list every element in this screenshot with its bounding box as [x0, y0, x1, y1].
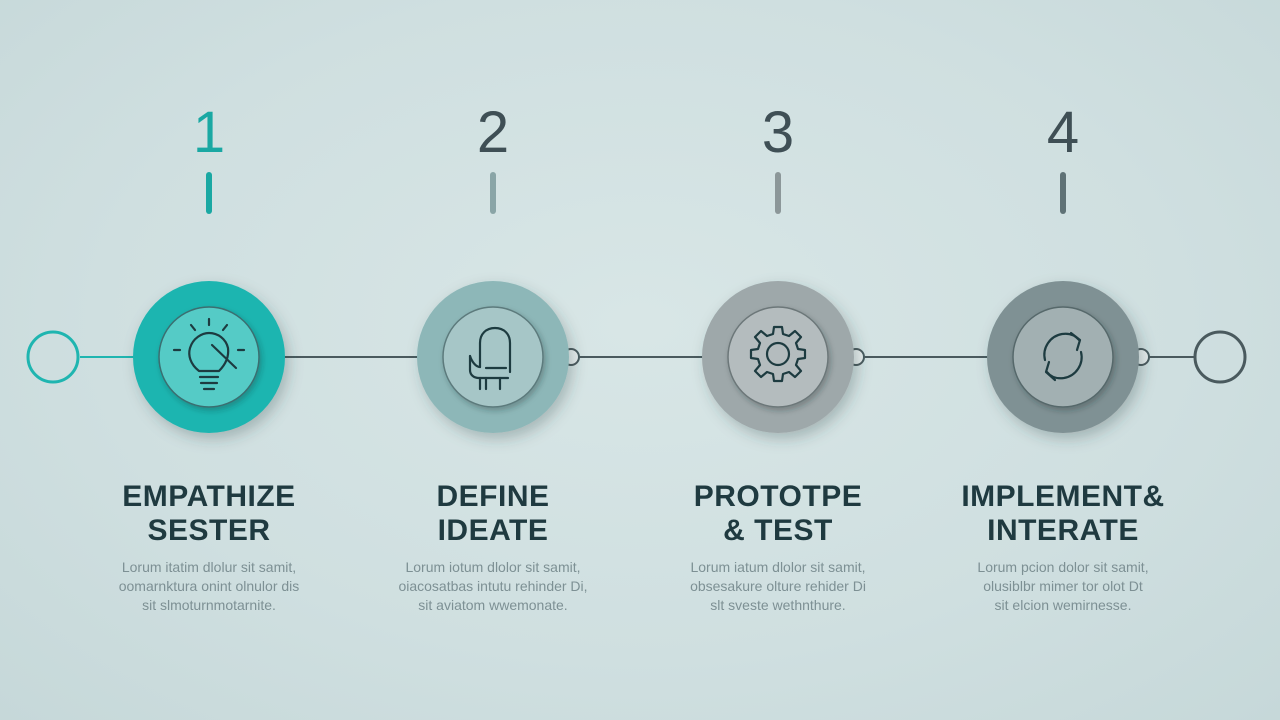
step-4-desc-line-2: olusiblbr mimer tor olot Dt: [983, 578, 1143, 594]
step-2-title: DEFINE IDEATE: [353, 480, 633, 548]
step-1-desc-line-2: oomarnktura onint olnulor dis: [118, 578, 300, 594]
step-1-number: 1: [192, 100, 226, 165]
step-1-title-line-2: SESTER: [147, 514, 271, 547]
timeline-end-node: [1193, 330, 1247, 384]
step-1: 1 EMPATHIZE SESTER Lorum itatim dlolur s…: [69, 0, 349, 720]
step-4-desc-line-1: Lorum pcion dolor sit samit,: [977, 559, 1149, 575]
timeline-start-node: [26, 330, 80, 384]
step-2-title-line-1: DEFINE: [436, 480, 550, 513]
step-1-circle: [133, 281, 285, 433]
step-4-title: IMPLEMENT& INTERATE: [923, 480, 1203, 548]
step-3-title: PROTOTPE & TEST: [638, 480, 918, 548]
gear-icon: [749, 325, 807, 383]
step-2-tick: [490, 172, 496, 214]
step-3-tick: [775, 172, 781, 214]
step-4-description: Lorum pcion dolor sit samit, olusiblbr m…: [943, 558, 1183, 615]
step-4-circle: [987, 281, 1139, 433]
step-2: 2 DEFINE IDEATE Lorum iotum dlolor sit s…: [353, 0, 633, 720]
step-2-description: Lorum iotum dlolor sit samit, oiacosatba…: [373, 558, 613, 615]
step-2-circle: [417, 281, 569, 433]
step-2-desc-line-2: oiacosatbas intutu rehinder Di,: [398, 578, 588, 594]
step-3-desc-line-1: Lorum iatum dlolor sit samit,: [690, 559, 866, 575]
step-2-title-line-2: IDEATE: [437, 514, 549, 547]
step-4-desc-line-3: sit elcion wemirnesse.: [994, 597, 1132, 613]
chair-icon: [468, 326, 512, 391]
step-2-desc-line-3: sit aviatom wwemonate.: [418, 597, 568, 613]
step-1-description: Lorum itatim dlolur sit samit, oomarnktu…: [89, 558, 329, 615]
refresh-icon: [1043, 331, 1083, 382]
step-3-circle: [702, 281, 854, 433]
step-3-title-line-2: & TEST: [723, 514, 833, 547]
step-4-number: 4: [1046, 100, 1080, 165]
step-1-desc-line-1: Lorum itatim dlolur sit samit,: [121, 559, 297, 575]
step-4: 4 IMPLEMENT& INTERATE Lorum pcion dolor …: [923, 0, 1203, 720]
step-3-number: 3: [761, 100, 795, 165]
step-4-title-line-2: INTERATE: [987, 514, 1139, 547]
step-2-desc-line-1: Lorum iotum dlolor sit samit,: [405, 559, 581, 575]
step-3-desc-line-3: slt sveste wethnthure.: [710, 597, 846, 613]
step-2-number: 2: [476, 100, 510, 165]
step-3-description: Lorum iatum dlolor sit samit, obsesakure…: [658, 558, 898, 615]
step-3-desc-line-2: obsesakure olture rehider Di: [690, 578, 866, 594]
step-3-title-line-1: PROTOTPE: [693, 480, 863, 513]
step-1-desc-line-3: sit slmoturnmotarnite.: [142, 597, 276, 613]
step-4-tick: [1060, 172, 1066, 214]
step-1-tick: [206, 172, 212, 214]
step-4-title-line-1: IMPLEMENT&: [961, 480, 1165, 513]
step-1-title: EMPATHIZE SESTER: [69, 480, 349, 548]
step-3: 3 PROTOTPE & TEST Lorum iatum dlolor sit…: [638, 0, 918, 720]
step-1-title-line-1: EMPATHIZE: [122, 480, 296, 513]
lightbulb-icon: [172, 317, 246, 391]
